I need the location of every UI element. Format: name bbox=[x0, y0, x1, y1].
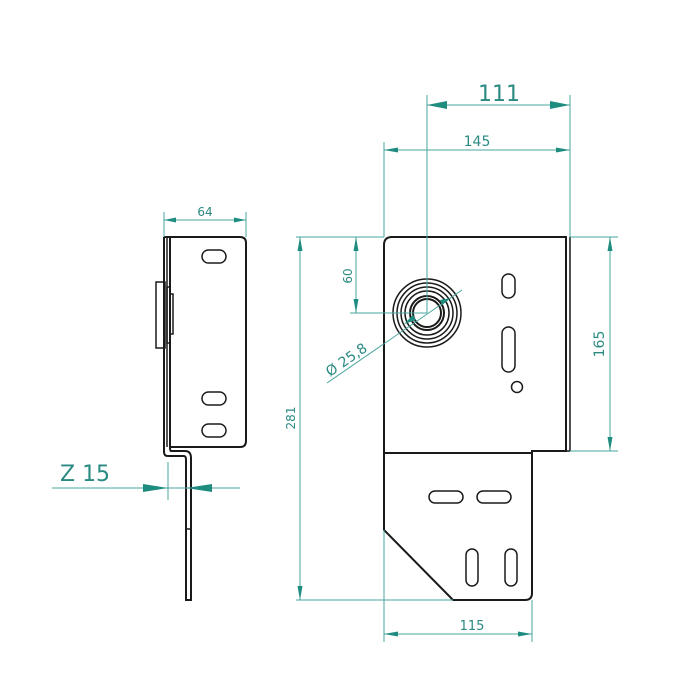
dim-64-label: 64 bbox=[197, 205, 212, 219]
dimension-111: 111 bbox=[426, 82, 571, 313]
dimension-145: 145 bbox=[383, 134, 570, 237]
lower-slot-h1 bbox=[428, 490, 464, 504]
dimension-115: 115 bbox=[383, 530, 533, 642]
front-slot-1 bbox=[501, 273, 516, 299]
dim-60-label: 60 bbox=[341, 268, 355, 283]
side-plate-outline bbox=[164, 236, 247, 448]
dimension-165: 165 bbox=[570, 236, 618, 452]
side-slot-2 bbox=[201, 391, 227, 406]
lower-slot-v1 bbox=[465, 548, 479, 587]
side-slot-1 bbox=[201, 249, 227, 264]
front-slot-2 bbox=[501, 326, 516, 373]
side-view bbox=[155, 236, 247, 601]
dim-115-label: 115 bbox=[460, 619, 485, 634]
dim-165-label: 165 bbox=[592, 331, 608, 358]
side-z-bend bbox=[163, 237, 192, 601]
dimension-60: 60 bbox=[296, 236, 427, 314]
dimension-z15: Z 15 bbox=[52, 462, 240, 500]
dim-145-label: 145 bbox=[464, 134, 491, 150]
front-hole bbox=[510, 380, 524, 394]
lower-slot-h2 bbox=[476, 490, 512, 504]
dimension-281: 281 bbox=[284, 237, 453, 601]
side-tab bbox=[155, 281, 166, 349]
front-upper-plate bbox=[383, 236, 567, 454]
dim-281-label: 281 bbox=[284, 407, 298, 430]
dimension-64: 64 bbox=[163, 205, 247, 237]
dim-111-label: 111 bbox=[478, 82, 520, 107]
dimension-diameter: Ø 25,8 bbox=[323, 289, 463, 384]
front-lower-plate bbox=[383, 453, 533, 601]
side-slot-3 bbox=[201, 423, 227, 438]
dim-diameter-label: Ø 25,8 bbox=[323, 340, 370, 380]
dim-z15-label: Z 15 bbox=[60, 462, 110, 487]
lower-slot-v2 bbox=[504, 548, 518, 587]
front-view bbox=[383, 236, 571, 601]
